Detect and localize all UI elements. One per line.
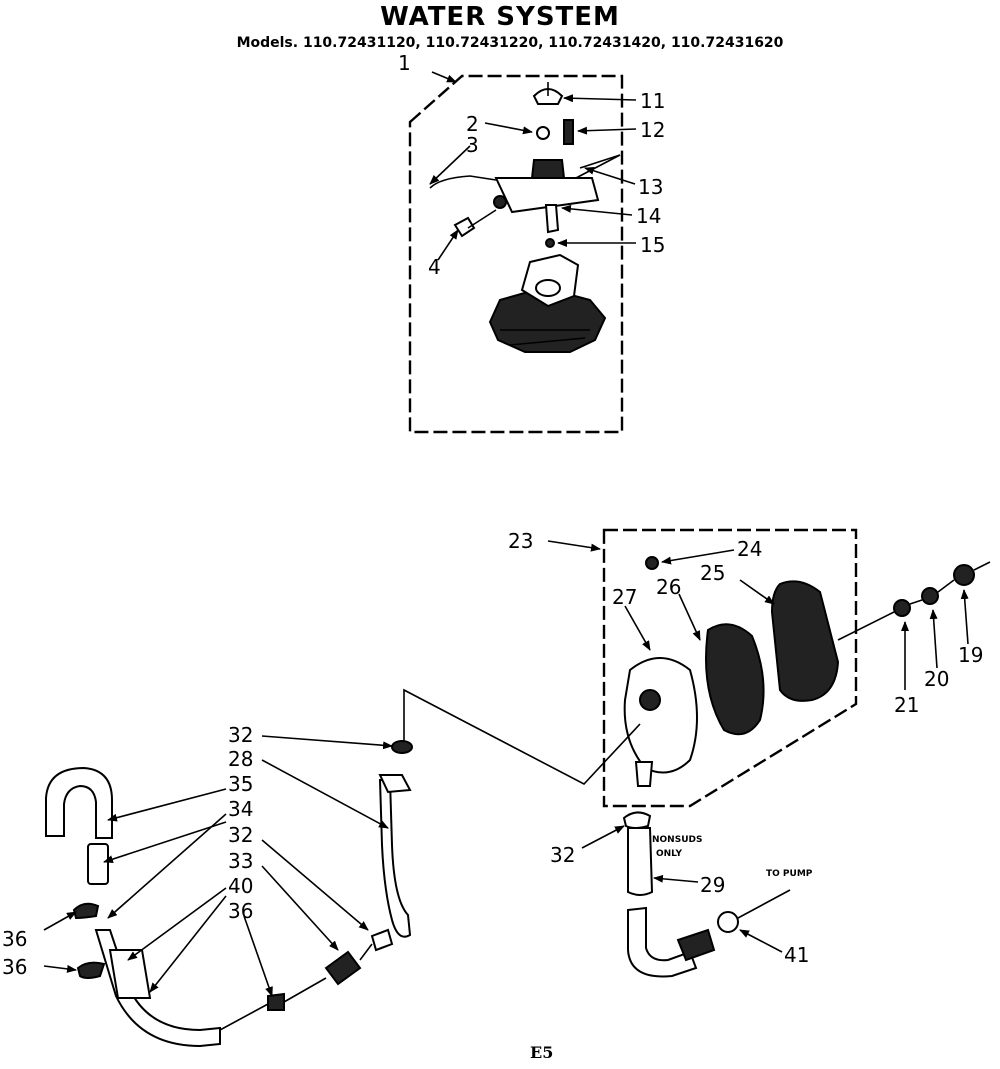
callout-2: 2 — [466, 112, 479, 136]
note-nonsuds: NONSUDS — [652, 835, 702, 845]
callout-29: 29 — [700, 873, 725, 897]
valve-body-part — [493, 82, 600, 248]
part-32-clamp-lower — [622, 811, 652, 829]
part-34-hose-section — [87, 843, 109, 885]
callout-32-mid: 32 — [228, 823, 253, 847]
callout-24: 24 — [737, 537, 762, 561]
callout-21: 21 — [894, 693, 919, 717]
callout-14: 14 — [636, 204, 661, 228]
part-20-washer — [921, 587, 939, 605]
callout-15: 15 — [640, 233, 665, 257]
callout-40: 40 — [228, 874, 253, 898]
part-21-washer — [893, 599, 911, 617]
callout-32-top: 32 — [228, 723, 253, 747]
callout-32-lower: 32 — [550, 843, 575, 867]
callout-11: 11 — [640, 89, 665, 113]
part-28-hose — [378, 779, 412, 938]
callout-27: 27 — [612, 585, 637, 609]
callout-labels: 1 2 3 4 11 12 13 14 15 23 24 25 26 27 21… — [2, 51, 983, 979]
part-32-clamp — [391, 740, 413, 754]
upper-assembly — [408, 74, 624, 434]
callout-4: 4 — [428, 255, 441, 279]
part-3-wire — [429, 175, 497, 189]
part-33-coupling — [324, 950, 362, 986]
part-40-hose — [94, 929, 221, 1048]
part-27-housing — [623, 657, 698, 774]
part-29-hose-bend — [627, 906, 698, 978]
callout-34: 34 — [228, 797, 253, 821]
leader-lines — [43, 71, 969, 997]
right-assembly — [602, 528, 991, 808]
callout-36-bottom: 36 — [2, 955, 27, 979]
callout-33: 33 — [228, 849, 253, 873]
assembly-1-boundary — [408, 74, 624, 434]
pump-base-part — [488, 253, 607, 353]
callout-23: 23 — [508, 529, 533, 553]
callout-19: 19 — [958, 643, 983, 667]
callout-26: 26 — [656, 575, 681, 599]
part-36-clip-bottom — [76, 961, 106, 979]
note-to-pump: TO PUMP — [766, 869, 813, 879]
hose-assembly — [45, 688, 791, 1048]
callout-13: 13 — [638, 175, 663, 199]
callout-36-top: 36 — [2, 927, 27, 951]
callout-36-mid: 36 — [228, 899, 253, 923]
note-only: ONLY — [656, 849, 683, 859]
callout-3: 3 — [466, 133, 479, 157]
diagram-title: WATER SYSTEM — [380, 2, 620, 32]
callout-25: 25 — [700, 561, 725, 585]
part-24-clip — [645, 556, 659, 570]
part-25-plate — [770, 580, 840, 702]
part-35-hose-bend — [45, 766, 113, 839]
part-19-nut — [953, 564, 975, 586]
callout-12: 12 — [640, 118, 665, 142]
part-36-clip-top — [72, 902, 100, 920]
callout-28: 28 — [228, 747, 253, 771]
part-29-hose — [627, 827, 654, 896]
part-4-clip — [453, 216, 476, 238]
page-footer-code: E5 — [530, 1043, 554, 1062]
part-41-washer — [717, 911, 739, 933]
callout-1: 1 — [398, 51, 411, 75]
assembly-23-boundary — [602, 528, 858, 808]
callout-41: 41 — [784, 943, 809, 967]
part-26-gasket — [705, 623, 765, 736]
connector-line — [403, 688, 641, 785]
model-numbers: Models. 110.72431120, 110.72431220, 110.… — [236, 35, 784, 51]
callout-20: 20 — [924, 667, 949, 691]
callout-35: 35 — [228, 772, 253, 796]
